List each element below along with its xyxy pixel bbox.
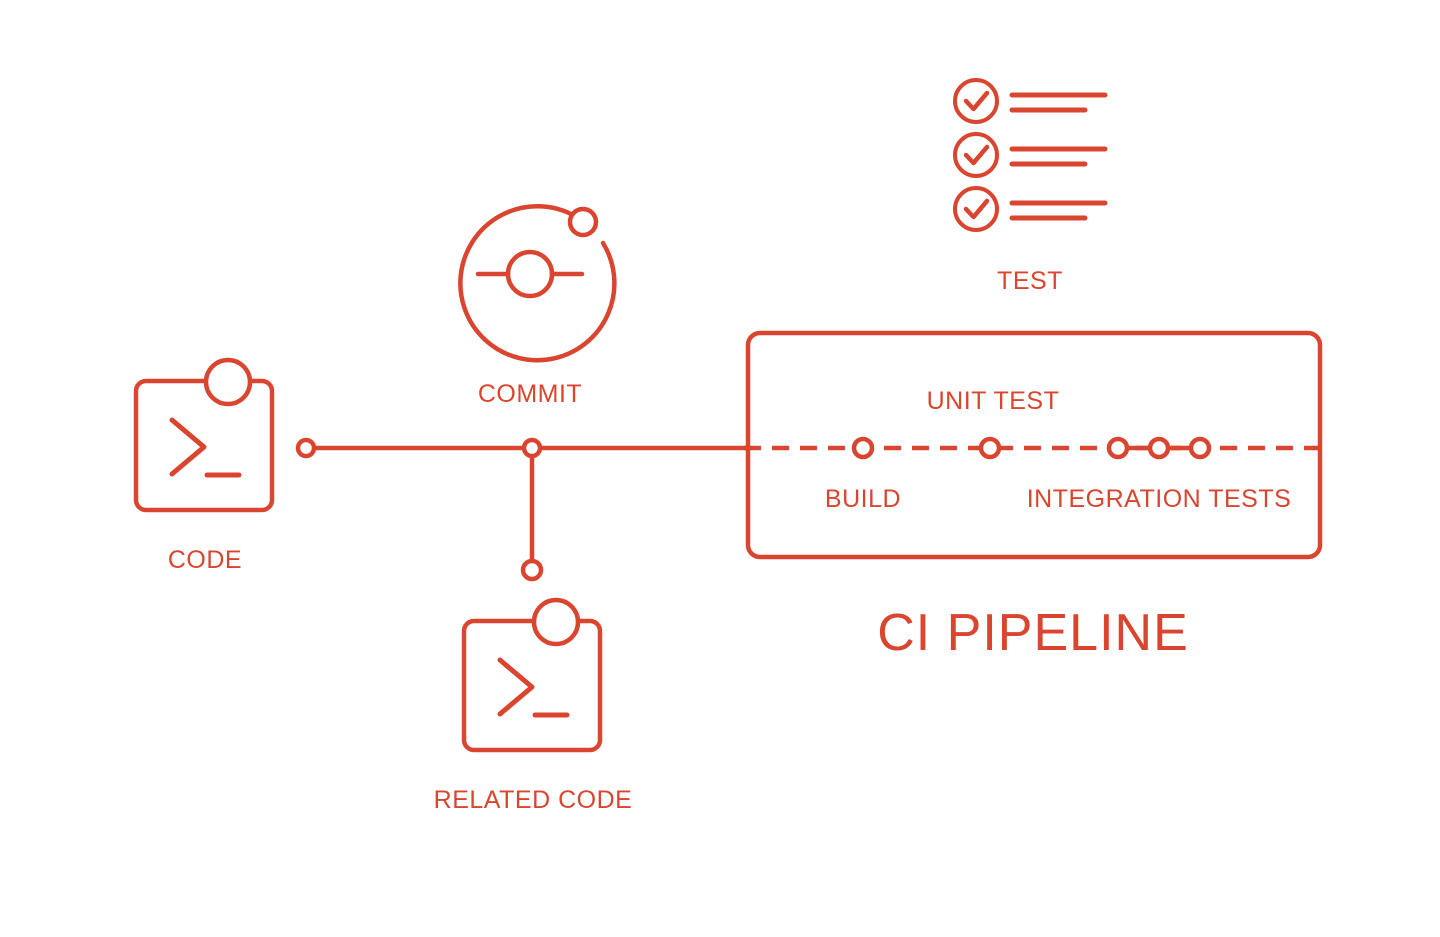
check-mark-icon (963, 90, 990, 112)
node-label-commit: COMMIT (478, 380, 582, 408)
check-circle-icon (953, 78, 999, 124)
ci-pipeline-box (745, 330, 1323, 560)
commit-satellite-dot-icon (567, 206, 599, 238)
node-label-related-code: RELATED CODE (434, 786, 633, 814)
checklist-icon (953, 78, 1108, 232)
terminal-code-icon-code (133, 357, 275, 513)
prompt-chevron-icon (497, 657, 535, 717)
node-label-code: CODE (168, 546, 242, 574)
connector-junction-dot (521, 437, 543, 459)
code-badge-circle-icon (203, 357, 253, 407)
check-circle-icon (953, 186, 999, 232)
check-mark-icon (963, 144, 990, 166)
check-circle-icon (953, 132, 999, 178)
code-card-outline (133, 378, 275, 513)
diagram-title: CI PIPELINE (877, 604, 1189, 662)
terminal-code-icon-related (461, 597, 603, 753)
pipeline-dot-integration-3 (1188, 436, 1212, 460)
connector-branch-dot (520, 558, 544, 582)
commit-orbit-arc (458, 204, 617, 363)
prompt-chevron-icon (169, 417, 207, 477)
code-badge-circle-icon (531, 597, 581, 647)
stage-label-build: BUILD (825, 485, 901, 513)
node-label-test: TEST (997, 267, 1063, 295)
connector-start-dot (295, 437, 317, 459)
pipeline-dot-integration-2 (1147, 436, 1171, 460)
commit-node-icon (505, 249, 555, 299)
stage-label-unit-test: UNIT TEST (927, 387, 1060, 415)
pipeline-dot-build (851, 436, 875, 460)
stage-label-integration-tests: INTEGRATION TESTS (1027, 485, 1292, 513)
code-card-outline (461, 618, 603, 753)
commit-orbit-icon (458, 204, 617, 363)
check-mark-icon (963, 198, 990, 220)
pipeline-dot-unit-test (978, 436, 1002, 460)
pipeline-dot-integration-1 (1106, 436, 1130, 460)
